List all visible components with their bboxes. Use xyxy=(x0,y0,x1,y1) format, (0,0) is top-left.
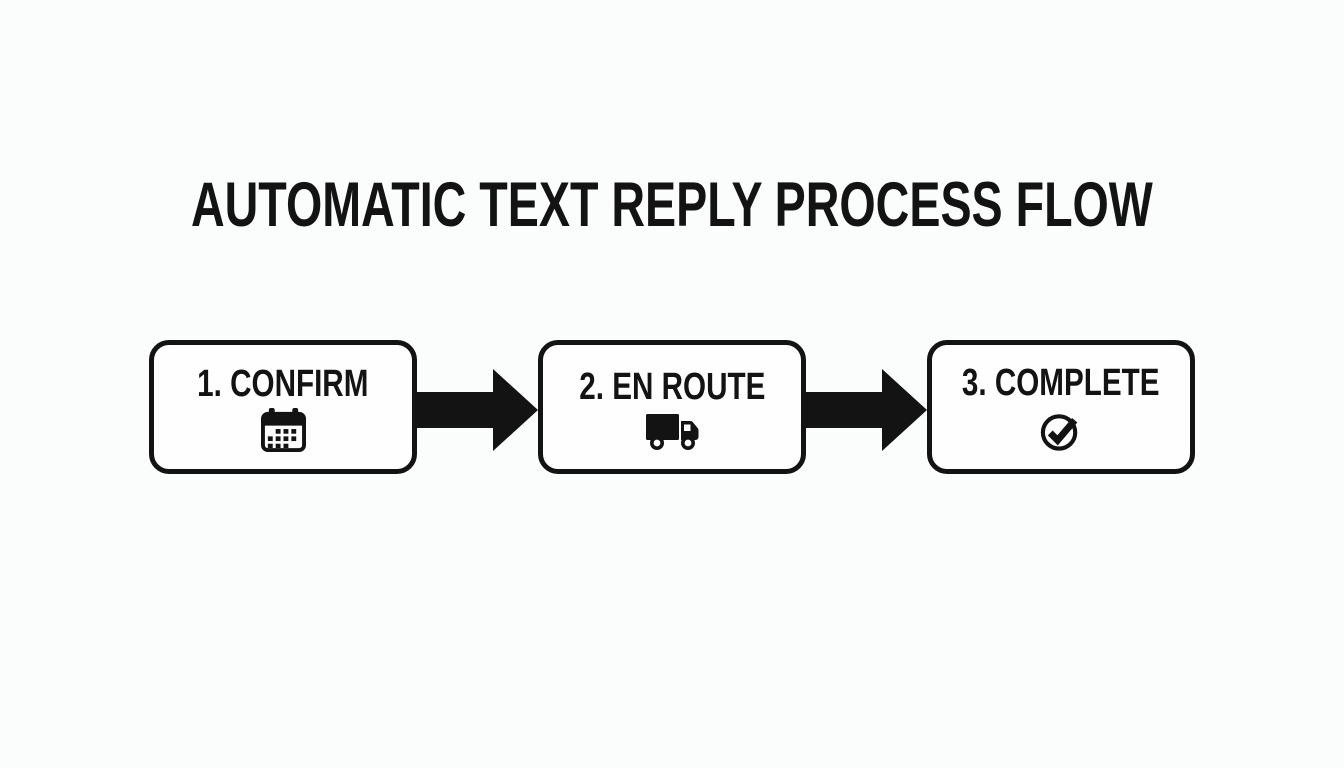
calendar-icon xyxy=(260,408,306,453)
step-label: 3. COMPLETE xyxy=(962,362,1160,405)
step-box-confirm: 1. CONFIRM xyxy=(149,340,417,475)
check-circle-icon xyxy=(1040,414,1077,451)
arrow-right-icon xyxy=(806,369,927,452)
flow-row: 1. CONFIRM 2. E xyxy=(0,340,1344,475)
arrow-right-icon xyxy=(417,369,538,452)
truck-icon xyxy=(646,413,699,450)
step-box-complete: 3. COMPLETE xyxy=(927,340,1195,475)
step-label: 1. CONFIRM xyxy=(197,363,369,406)
step-box-en-route: 2. EN ROUTE xyxy=(538,340,806,475)
page-title-text: AUTOMATIC TEXT REPLY PROCESS FLOW xyxy=(191,170,1153,240)
page-title: AUTOMATIC TEXT REPLY PROCESS FLOW xyxy=(0,0,1344,238)
step-label: 2. EN ROUTE xyxy=(578,365,766,408)
